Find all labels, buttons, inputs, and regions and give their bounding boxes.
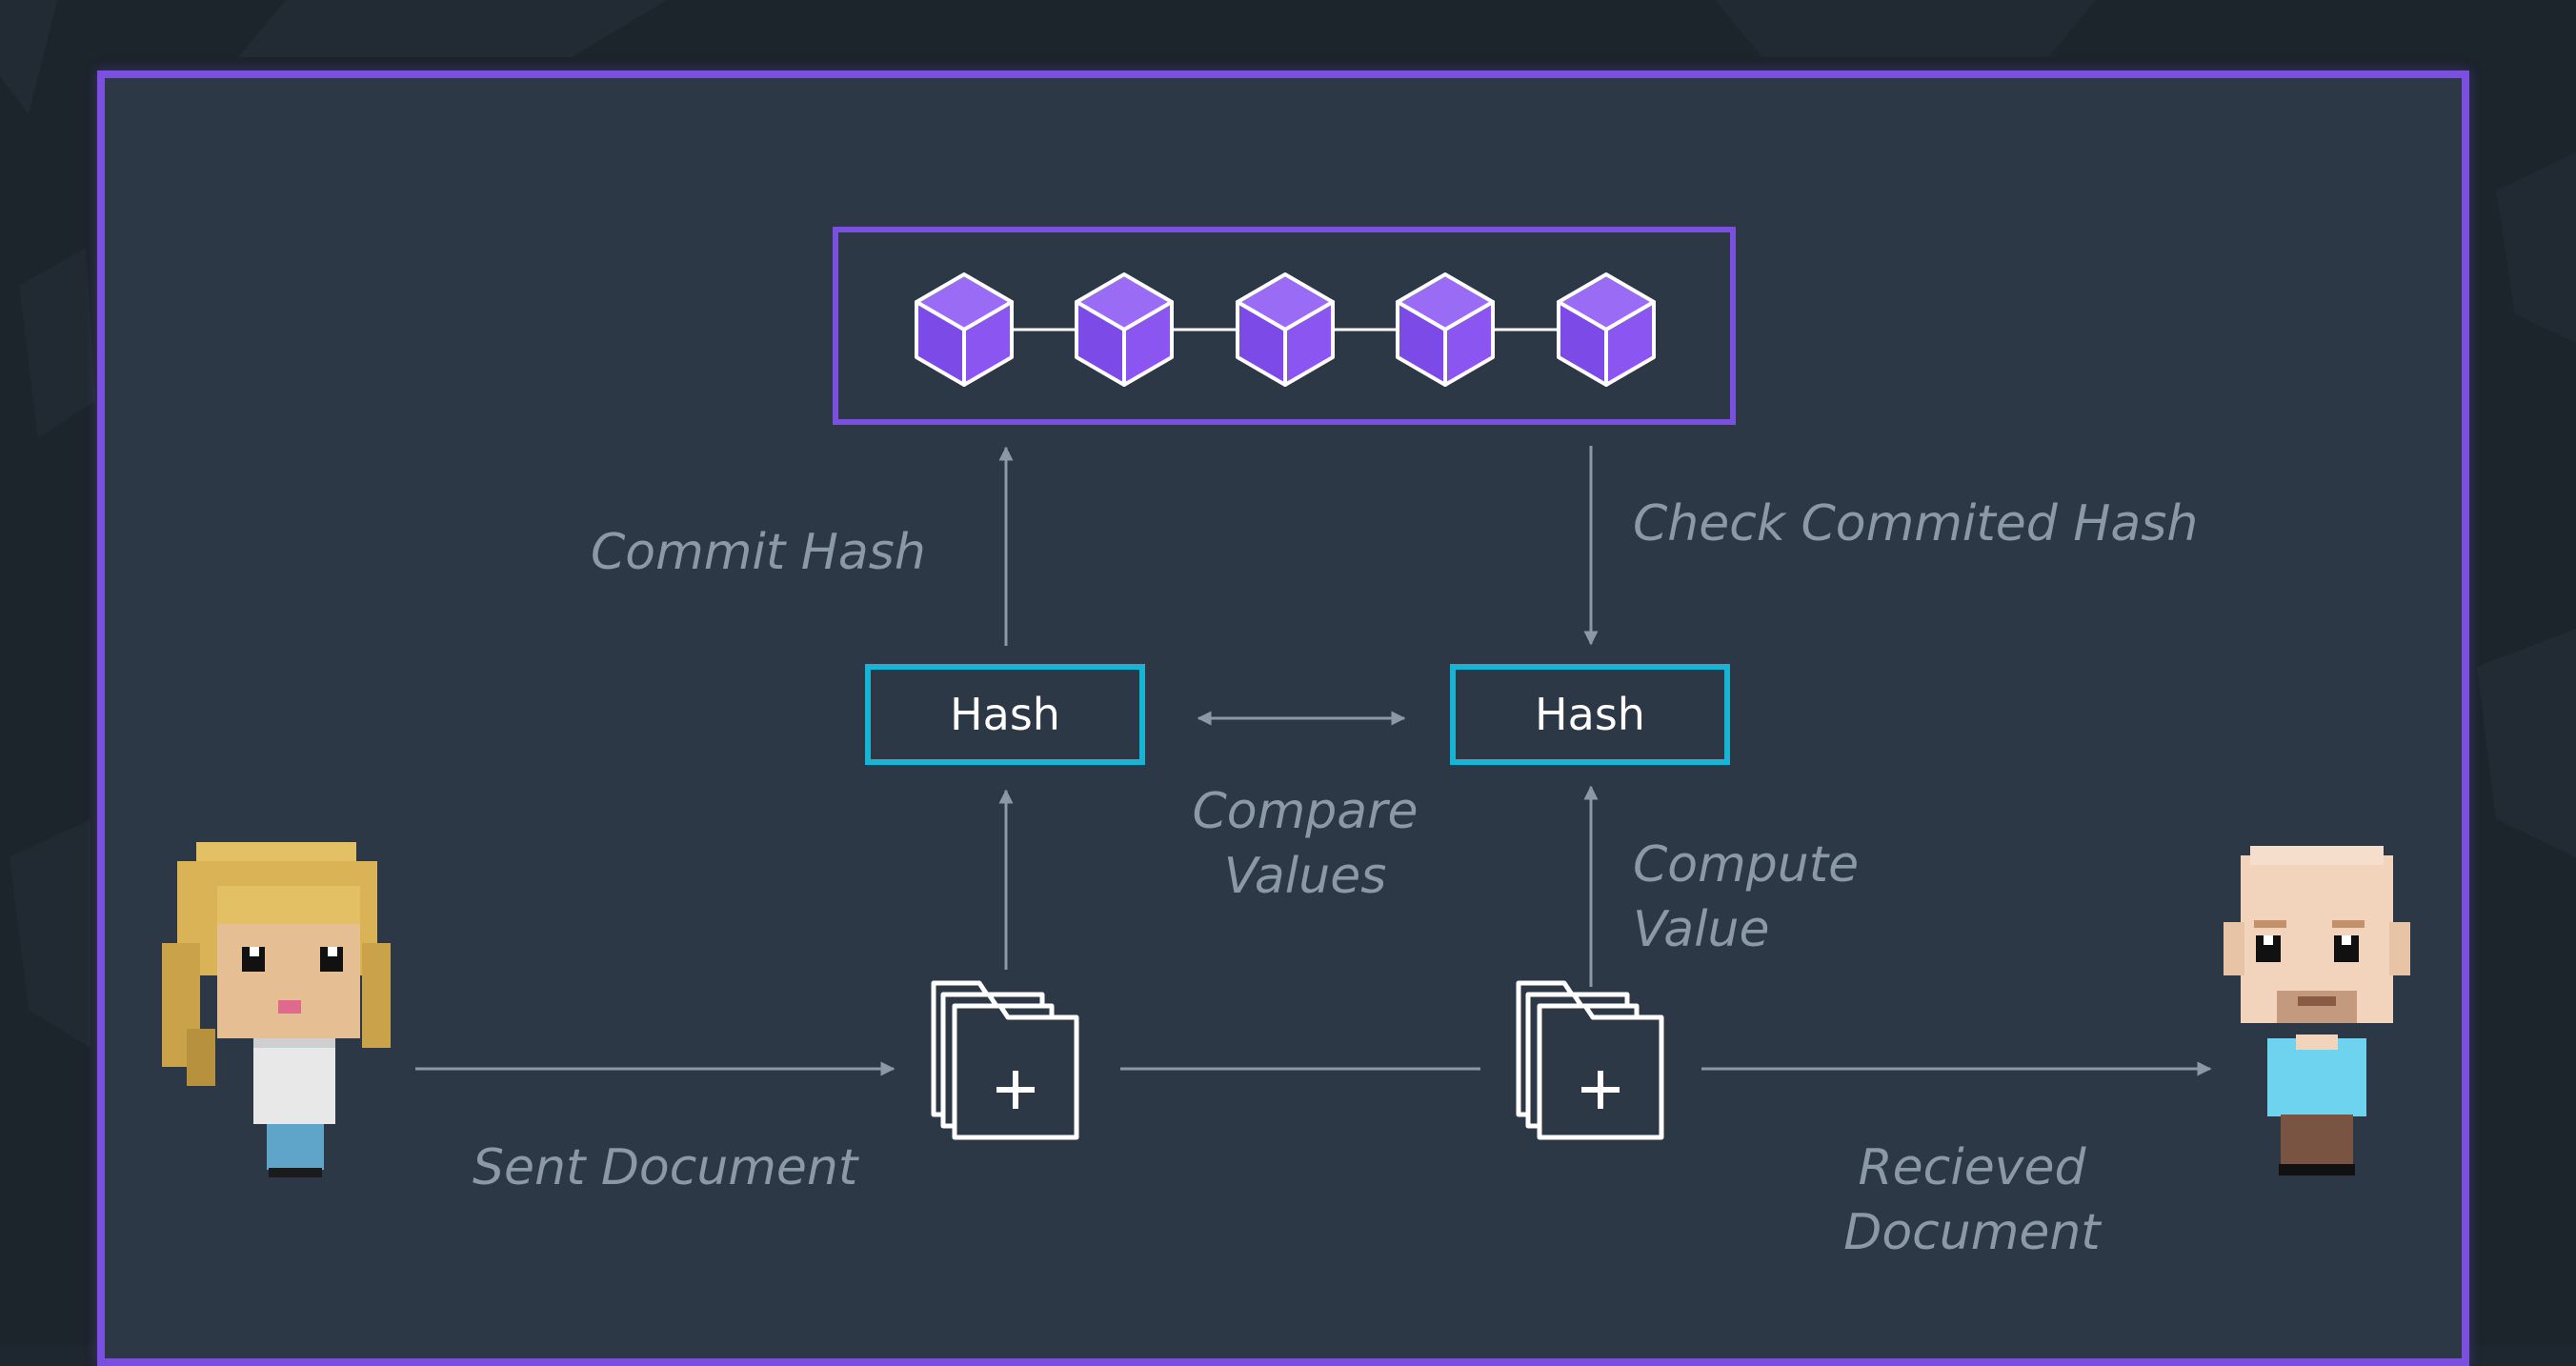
receiver-avatar-icon (2224, 846, 2410, 1175)
label-sent-document: Sent Document (473, 1139, 858, 1196)
plus-icon (996, 1071, 1035, 1109)
label-check-commited-hash: Check Commited Hash (1633, 495, 2199, 552)
plus-icon (1581, 1071, 1620, 1109)
label-line: Compare (1192, 783, 1419, 840)
label-line: Values (1223, 848, 1387, 905)
document-stack-icon (1519, 983, 1661, 1137)
blockchain-box (833, 227, 1736, 425)
label-line: Recieved (1858, 1139, 2086, 1196)
hash-label: Hash (950, 689, 1060, 740)
label-recieved-document: Recieved Document (1829, 1135, 2115, 1265)
document-stack-icon (934, 983, 1077, 1137)
hash-box-receiver: Hash (1450, 664, 1730, 765)
label-line: Value (1633, 901, 1770, 958)
hash-label: Hash (1535, 689, 1645, 740)
sender-avatar-icon (162, 842, 391, 1177)
label-line: Document (1843, 1204, 2101, 1261)
label-commit-hash: Commit Hash (591, 524, 926, 581)
label-compare-values: Compare Values (1162, 779, 1448, 909)
label-line: Compute (1633, 836, 1860, 894)
hash-box-sender: Hash (865, 664, 1145, 765)
label-compute-value: Compute Value (1633, 833, 1859, 962)
